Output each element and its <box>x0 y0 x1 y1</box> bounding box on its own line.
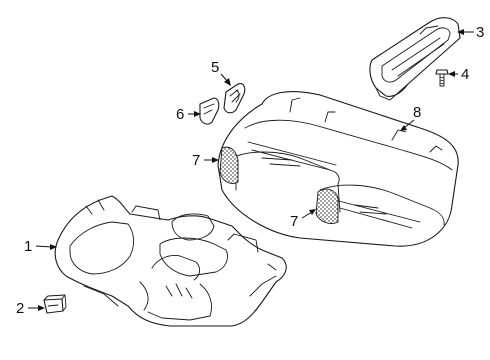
callout-labels: 1 2 3 4 5 6 7 7 8 <box>16 24 484 317</box>
cover-cap-part <box>199 97 220 125</box>
callout-2: 2 <box>16 300 24 317</box>
callout-7-upper: 7 <box>192 152 200 169</box>
callout-1: 1 <box>24 238 32 255</box>
callout-3: 3 <box>476 24 484 41</box>
callout-5: 5 <box>211 59 219 76</box>
callout-8: 8 <box>413 104 421 121</box>
callout-7-lower: 7 <box>290 213 298 230</box>
bracket-part <box>223 83 246 114</box>
callout-6: 6 <box>176 106 184 123</box>
rear-seat-cushion <box>217 91 459 247</box>
callout-4: 4 <box>461 66 469 83</box>
bolt-part <box>435 69 449 87</box>
leader-lines <box>28 29 474 311</box>
clip-part <box>43 294 67 314</box>
armrest-tray <box>369 17 461 101</box>
seat-frame <box>54 195 287 327</box>
